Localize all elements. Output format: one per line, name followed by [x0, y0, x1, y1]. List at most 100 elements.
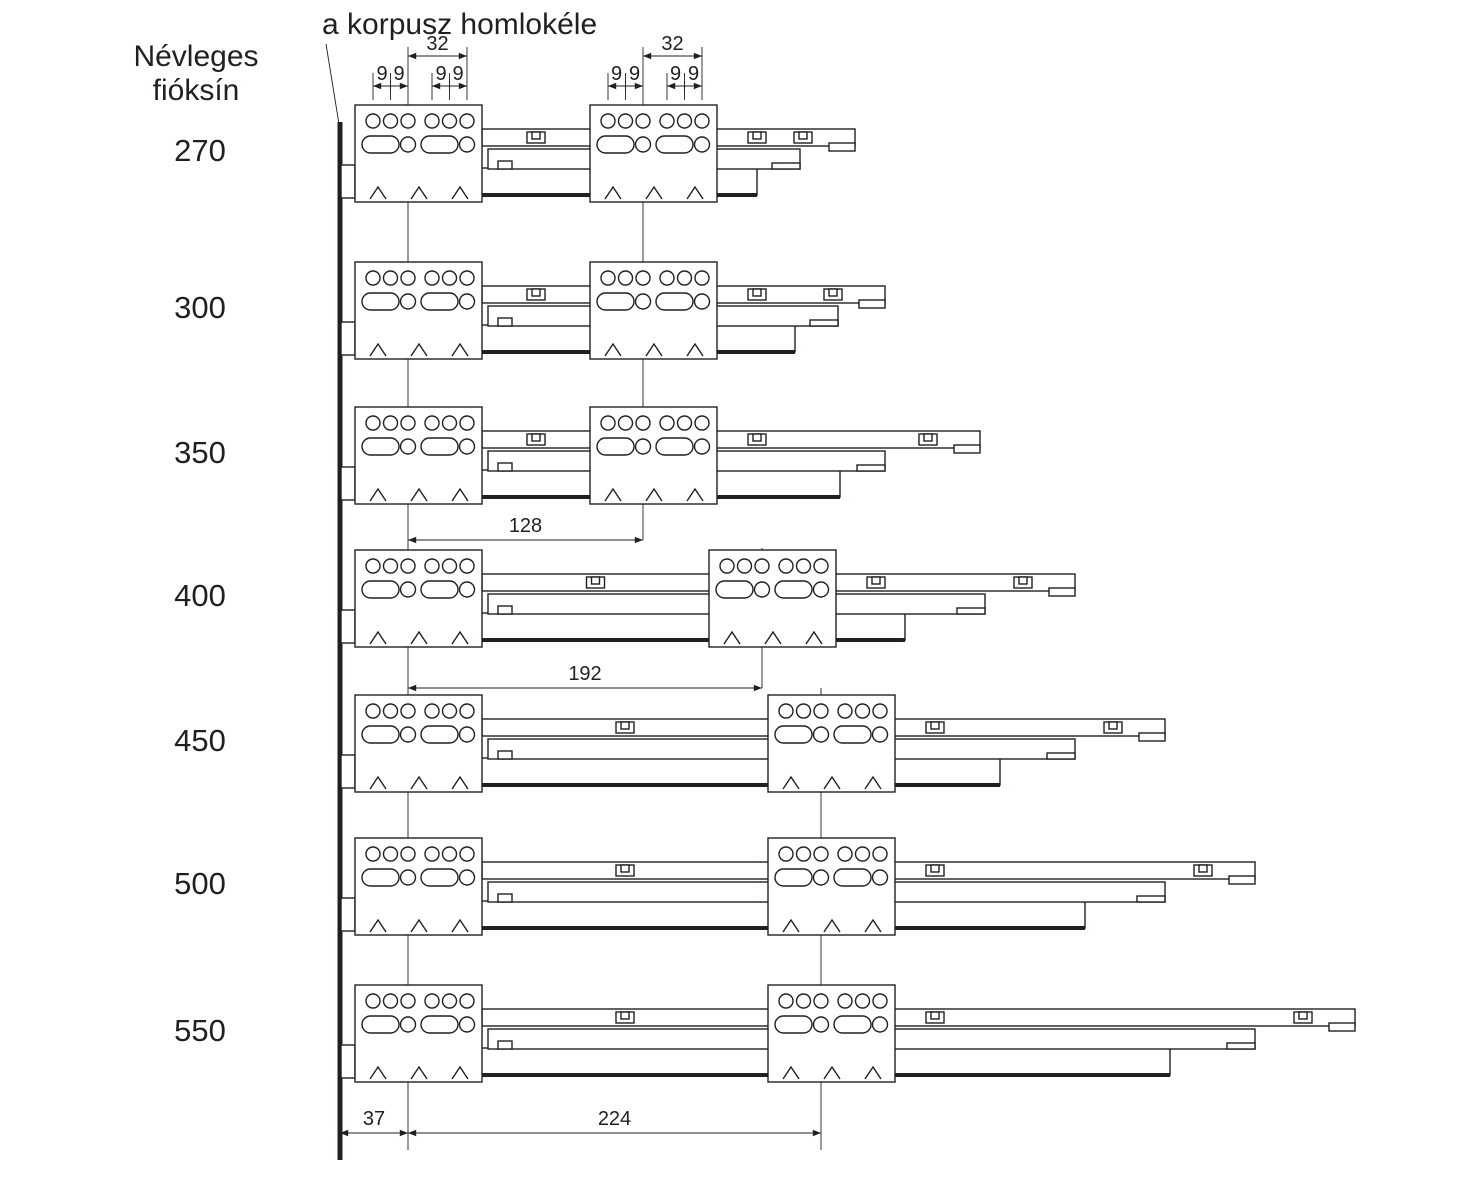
mounting-hole [424, 113, 440, 129]
hook [369, 487, 387, 502]
middle-rail-end-step [956, 607, 986, 615]
rail-clip-notch [930, 864, 940, 873]
mounting-hole [871, 726, 889, 743]
mounting-slot [774, 868, 813, 887]
slide-assembly: 270 [174, 104, 856, 203]
mounting-slot [715, 580, 754, 599]
mounting-slot [420, 437, 459, 456]
hook [410, 775, 428, 790]
hook [864, 918, 882, 933]
leader-line [325, 43, 340, 125]
mounting-hole [812, 581, 830, 598]
dim-192: 192 [408, 663, 762, 692]
hook [604, 487, 622, 502]
mounting-slot [420, 725, 459, 744]
mounting-hole [778, 993, 794, 1009]
dim-37: 37 [340, 1108, 408, 1137]
dimension-label: 9 [611, 63, 622, 85]
mounting-bracket [767, 694, 896, 793]
cabinet-rail-front-tab [340, 897, 356, 932]
mounting-hole [400, 846, 416, 862]
mounting-bracket [354, 984, 483, 1083]
mounting-slot [774, 580, 813, 599]
mounting-hole [600, 270, 616, 286]
rail-clip-notch [620, 1011, 630, 1020]
mounting-slot [774, 1015, 813, 1034]
cabinet-rail-front-tab [340, 609, 356, 644]
mounting-hole [459, 415, 475, 431]
mounting-hole [399, 438, 417, 455]
dimension-label: 224 [598, 1108, 631, 1130]
mounting-hole [778, 703, 794, 719]
rail-clip-notch [930, 1011, 940, 1020]
mounting-hole [400, 558, 416, 574]
middle-rail-end-step [1136, 895, 1166, 903]
middle-rail-end-step [809, 319, 839, 327]
mounting-hole [441, 993, 458, 1009]
row-label: 270 [174, 133, 226, 168]
slide-assembly: 400 [174, 549, 1076, 648]
hook [805, 630, 823, 645]
mounting-hole [854, 993, 871, 1009]
dimension-label: 37 [363, 1108, 385, 1130]
drawer-rail-end-step [1228, 875, 1256, 885]
mounting-hole [458, 293, 476, 310]
hook [823, 775, 841, 790]
mounting-slot [361, 580, 400, 599]
mounting-hole [458, 581, 476, 598]
rail-clip-notch [871, 576, 881, 585]
mounting-hole [400, 703, 416, 719]
mounting-hole [634, 438, 652, 455]
hook [645, 487, 663, 502]
hook [410, 918, 428, 933]
mounting-slot [361, 292, 400, 311]
cabinet-rail-front-tab [340, 754, 356, 789]
middle-rail-front-notch [497, 1040, 513, 1050]
mounting-bracket [354, 549, 483, 648]
row-label: 350 [174, 435, 226, 470]
middle-rail-front-notch [497, 462, 513, 472]
mounting-hole [659, 113, 675, 129]
mounting-hole [399, 869, 417, 886]
mounting-hole [634, 293, 652, 310]
mounting-hole [399, 1016, 417, 1033]
hook [864, 1065, 882, 1080]
mounting-hole [458, 438, 476, 455]
mounting-hole [872, 846, 888, 862]
hook [451, 775, 469, 790]
hook [686, 185, 704, 200]
mounting-bracket [767, 984, 896, 1083]
mounting-hole [399, 581, 417, 598]
row-label: 300 [174, 290, 226, 325]
mounting-hole [365, 270, 381, 286]
middle-rail-end-step [1226, 1042, 1256, 1050]
mounting-hole [365, 415, 381, 431]
hook [723, 630, 741, 645]
mounting-hole [459, 846, 475, 862]
hook [823, 1065, 841, 1080]
mounting-hole [837, 993, 853, 1009]
hook [823, 918, 841, 933]
mounting-hole [424, 993, 440, 1009]
drawer-rail-end-step [1328, 1022, 1356, 1032]
mounting-hole [693, 136, 711, 153]
mounting-hole [459, 270, 475, 286]
mounting-hole [458, 136, 476, 153]
hook [451, 487, 469, 502]
mounting-hole [399, 136, 417, 153]
mounting-hole [719, 558, 735, 574]
mounting-hole [382, 558, 399, 574]
mounting-hole [693, 438, 711, 455]
mounting-slot [361, 868, 400, 887]
mounting-hole [736, 558, 753, 574]
mounting-hole [871, 1016, 889, 1033]
mounting-slot [833, 868, 872, 887]
mounting-hole [424, 270, 440, 286]
rail-clip-notch [798, 131, 808, 140]
mounting-hole [382, 415, 399, 431]
middle-rail-front-notch [497, 317, 513, 327]
mounting-slot [596, 292, 635, 311]
mounting-hole [382, 113, 399, 129]
